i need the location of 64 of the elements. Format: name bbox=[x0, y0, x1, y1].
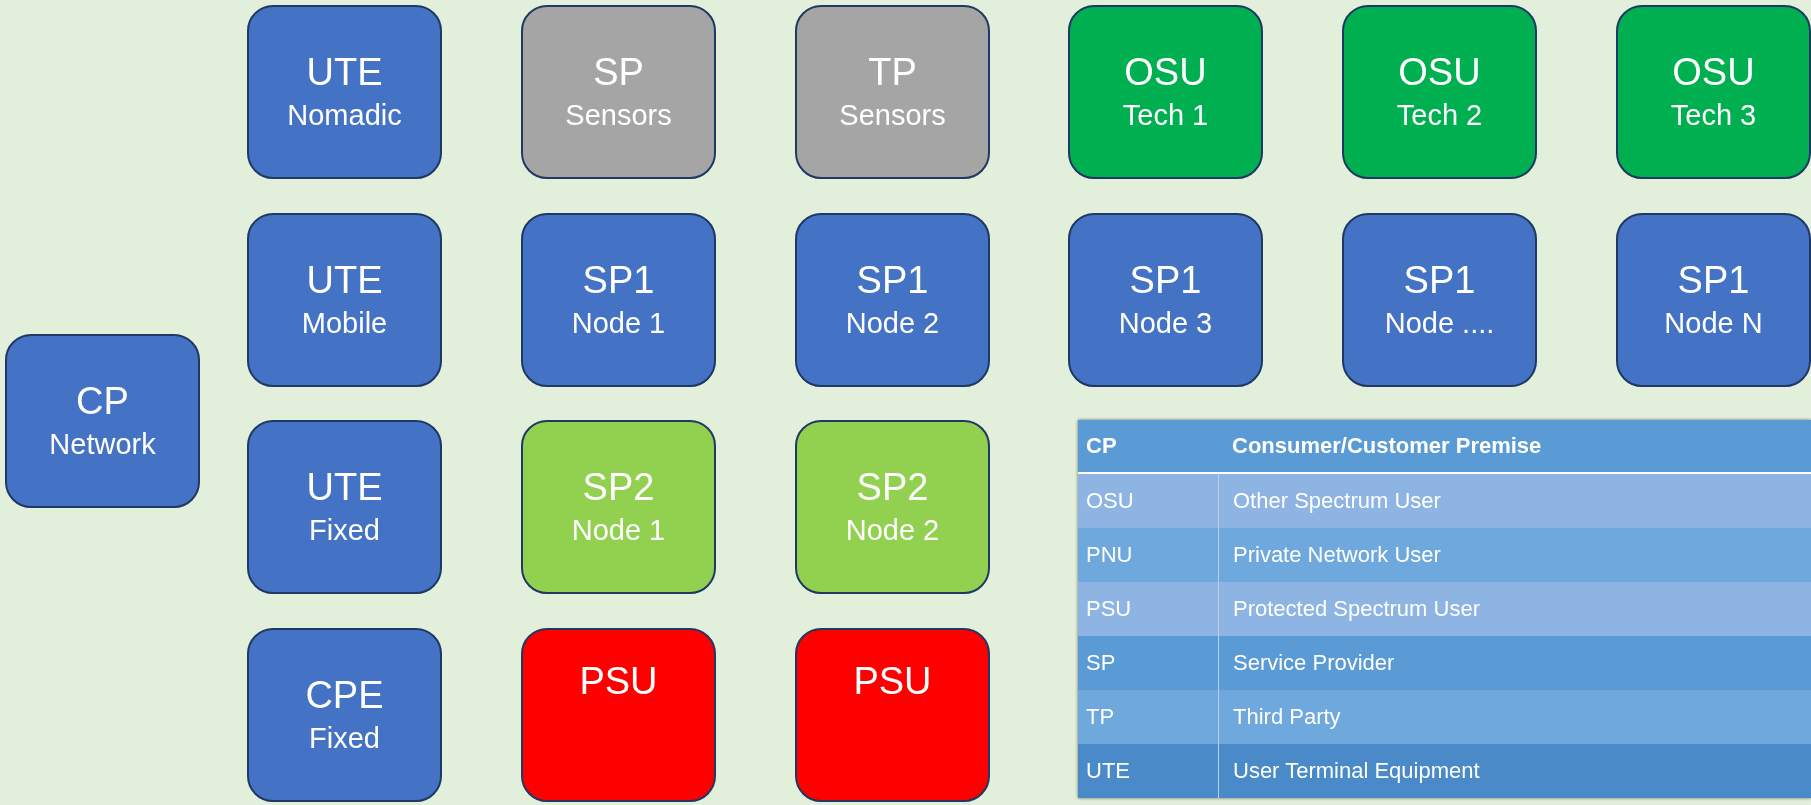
rounded-box bbox=[1616, 213, 1811, 387]
node-title: OSU bbox=[1398, 50, 1481, 95]
node-subtitle: Tech 2 bbox=[1396, 98, 1483, 133]
node-title: UTE bbox=[306, 50, 383, 95]
node-subtitle: Node 2 bbox=[845, 306, 940, 341]
rounded-box bbox=[5, 334, 200, 508]
node-title: CPE bbox=[305, 673, 384, 718]
rounded-box bbox=[247, 213, 442, 387]
node-title: SP bbox=[593, 50, 644, 95]
definition-text: Consumer/Customer Premise bbox=[1231, 433, 1543, 459]
rounded-box bbox=[521, 213, 716, 387]
rounded-box bbox=[795, 420, 990, 594]
rounded-box bbox=[795, 628, 990, 802]
abbreviation-text: OSU bbox=[1085, 488, 1135, 514]
node-title: SP1 bbox=[1403, 258, 1476, 303]
node-subtitle: Network bbox=[49, 427, 156, 462]
rounded-box bbox=[1342, 5, 1537, 179]
abbreviation-text: PSU bbox=[1085, 596, 1133, 622]
node-subtitle: Tech 3 bbox=[1670, 98, 1757, 133]
node-subtitle: Mobile bbox=[301, 306, 388, 341]
node-subtitle: Fixed bbox=[309, 721, 380, 756]
node-title: SP1 bbox=[856, 258, 929, 303]
node-subtitle: Node N bbox=[1664, 306, 1763, 341]
node-title: UTE bbox=[306, 258, 383, 303]
node-subtitle: Fixed bbox=[309, 513, 380, 548]
node-title: SP2 bbox=[856, 465, 929, 510]
abbreviation-text: CP bbox=[1085, 433, 1118, 459]
rounded-box bbox=[521, 628, 716, 802]
node-subtitle: Sensors bbox=[839, 98, 946, 133]
node-title: UTE bbox=[306, 465, 383, 510]
node-title: SP1 bbox=[1129, 258, 1202, 303]
abbreviation-text: UTE bbox=[1085, 758, 1131, 784]
rounded-box bbox=[1068, 213, 1263, 387]
node-subtitle: Nomadic bbox=[287, 98, 402, 133]
node-title: SP2 bbox=[582, 465, 655, 510]
rounded-box bbox=[795, 213, 990, 387]
rounded-box bbox=[521, 5, 716, 179]
node-title: CP bbox=[76, 379, 129, 424]
node-title: SP1 bbox=[582, 258, 655, 303]
node-subtitle: Tech 1 bbox=[1122, 98, 1209, 133]
node-title: OSU bbox=[1672, 50, 1755, 95]
rounded-box bbox=[1068, 5, 1263, 179]
rounded-box bbox=[795, 5, 990, 179]
definition-text: User Terminal Equipment bbox=[1218, 744, 1811, 798]
rounded-box bbox=[247, 628, 442, 802]
node-title: PSU bbox=[579, 659, 658, 704]
node-title: TP bbox=[868, 50, 917, 95]
rounded-box bbox=[247, 420, 442, 594]
node-subtitle: Node 1 bbox=[571, 513, 666, 548]
rounded-box bbox=[1616, 5, 1811, 179]
rounded-box bbox=[521, 420, 716, 594]
abbreviation-text: SP bbox=[1085, 650, 1117, 676]
node-subtitle: Node 1 bbox=[571, 306, 666, 341]
node-subtitle: Sensors bbox=[565, 98, 672, 133]
node-title: OSU bbox=[1124, 50, 1207, 95]
node-subtitle: Node 2 bbox=[845, 513, 940, 548]
rounded-box bbox=[247, 5, 442, 179]
abbreviation-text: TP bbox=[1085, 704, 1116, 730]
node-title: SP1 bbox=[1677, 258, 1750, 303]
node-subtitle: Node .... bbox=[1384, 306, 1495, 341]
abbreviation-text: PNU bbox=[1085, 542, 1134, 568]
node-subtitle: Node 3 bbox=[1118, 306, 1213, 341]
node-title: PSU bbox=[853, 659, 932, 704]
rounded-box bbox=[1342, 213, 1537, 387]
